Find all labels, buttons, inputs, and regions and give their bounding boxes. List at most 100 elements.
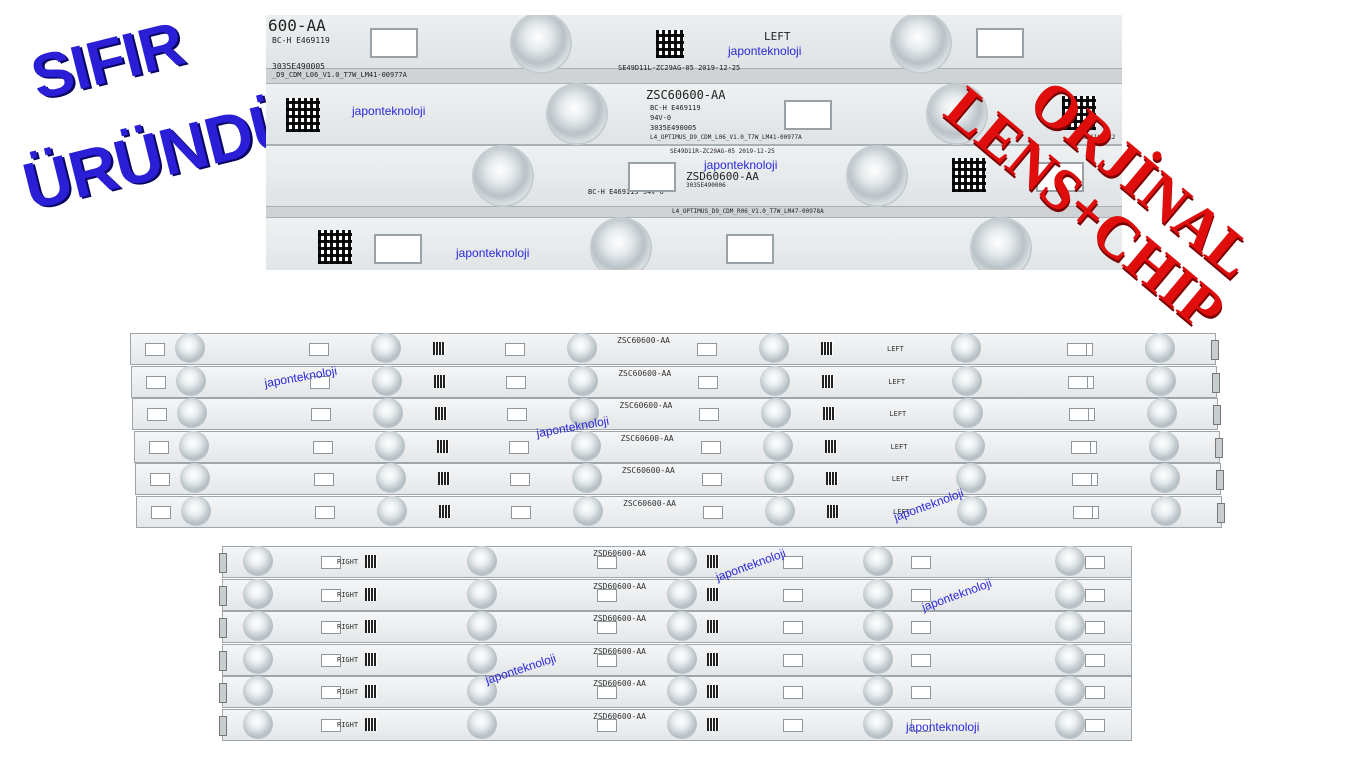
slot <box>321 588 341 602</box>
led-lens <box>667 578 697 609</box>
watermark: japonteknoloji <box>456 246 530 260</box>
slot <box>321 621 341 634</box>
slot <box>783 588 803 602</box>
led-lens <box>373 398 404 428</box>
qr-code <box>365 555 377 568</box>
led-lens <box>667 643 697 674</box>
firmware-text: _D9_CDM_L06_V1.0_T7W_LM41-00977A <box>272 71 407 79</box>
slot <box>310 375 331 389</box>
connector <box>1214 437 1223 458</box>
connector <box>219 618 227 638</box>
qr-code <box>365 685 377 698</box>
led-lens <box>954 430 985 461</box>
led-lens <box>1055 546 1085 576</box>
led-lens <box>952 365 983 396</box>
slot <box>783 556 803 569</box>
led-lens <box>892 15 950 72</box>
slot <box>370 28 418 58</box>
slot <box>321 653 341 667</box>
connector <box>1215 470 1224 490</box>
led-lens <box>1055 578 1085 609</box>
side-label: RIGHT <box>337 558 359 566</box>
led-lens <box>569 398 600 428</box>
led-lens <box>474 147 532 205</box>
led-lens <box>375 463 406 493</box>
closeup-strip-3: SE49D11R-ZC29AG-05 2019-12-25 japontekno… <box>266 145 1122 207</box>
slot <box>321 686 341 699</box>
slot <box>911 653 931 667</box>
slot <box>1036 162 1084 192</box>
slot <box>508 440 529 454</box>
slot <box>783 686 803 699</box>
part-number: ZSC60600-AA <box>621 466 675 475</box>
qr-code <box>707 717 719 731</box>
part-number: ZSC60600-AA <box>617 336 670 345</box>
led-lens <box>765 495 795 526</box>
code-text: 3035E490005 <box>650 124 697 132</box>
qr-code <box>365 717 377 731</box>
led-lens <box>863 546 893 576</box>
slot <box>699 408 720 421</box>
slot <box>597 588 617 602</box>
left-label: LEFT <box>764 30 791 43</box>
led-lens <box>957 495 987 526</box>
serial-text: SE49D11R-ZC29AG-05 2019-12-25 <box>670 148 775 155</box>
qr-code <box>707 555 719 568</box>
part-number: ZSD60600-AA <box>593 646 646 656</box>
slot <box>783 718 803 732</box>
qr-code <box>437 472 450 485</box>
led-lens <box>571 463 602 493</box>
qr-code <box>365 652 377 666</box>
slot <box>597 653 617 667</box>
part-number: ZSC60600-AA <box>646 88 726 102</box>
slot <box>374 234 422 264</box>
slot <box>1073 505 1093 519</box>
slot <box>1085 621 1105 634</box>
led-lens <box>181 495 211 526</box>
led-lens <box>762 430 793 461</box>
slot <box>911 686 931 699</box>
led-lens <box>573 495 603 526</box>
led-lens <box>177 398 208 428</box>
slot <box>1070 440 1091 454</box>
part-number: ZSD60600-AA <box>593 614 646 623</box>
led-lens <box>175 333 205 363</box>
slot <box>1069 408 1090 421</box>
connector <box>219 683 227 703</box>
led-lens <box>1055 708 1085 739</box>
side-label: LEFT <box>891 475 909 483</box>
connector <box>1212 372 1221 393</box>
side-label: RIGHT <box>337 688 359 696</box>
slot <box>1085 588 1105 602</box>
watermark: japonteknoloji <box>906 720 980 734</box>
slot <box>597 621 617 634</box>
part-number: ZSC60600-AA <box>620 433 674 443</box>
slot <box>146 375 167 389</box>
led-lens <box>178 430 209 461</box>
led-lens <box>1055 643 1085 674</box>
slot <box>700 440 721 454</box>
part-number: ZSC60600-AA <box>623 498 676 508</box>
qr-code <box>822 374 835 388</box>
slot <box>506 375 527 389</box>
led-lens <box>467 676 497 706</box>
part-number: ZSD60600-AA <box>593 581 646 591</box>
led-lens <box>928 85 986 143</box>
slot <box>911 556 931 569</box>
connector <box>1217 502 1225 523</box>
led-lens <box>467 708 497 739</box>
slot <box>783 621 803 634</box>
qr-code <box>823 407 836 420</box>
led-lens <box>863 676 893 706</box>
slot <box>312 440 333 454</box>
slot <box>698 375 719 389</box>
led-lens <box>759 333 789 363</box>
slot <box>313 473 334 486</box>
led-lens <box>951 333 981 363</box>
